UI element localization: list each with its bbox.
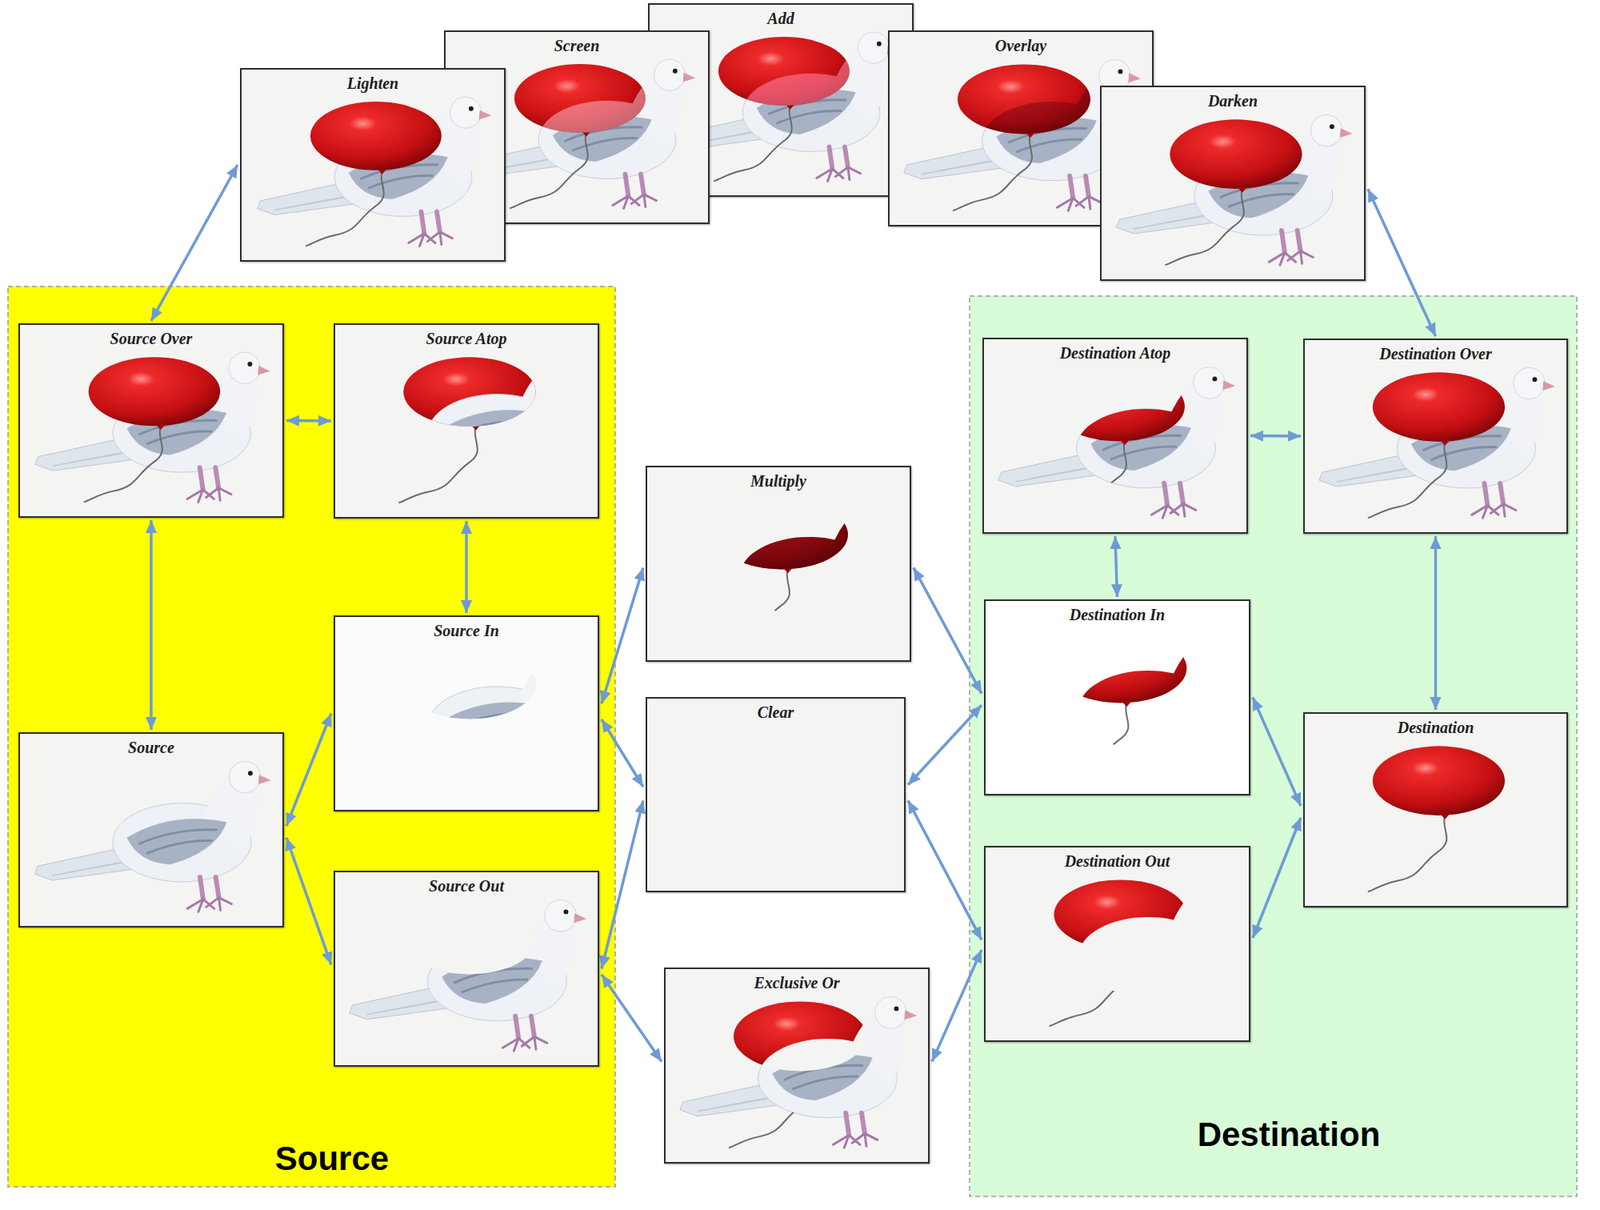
double-arrow — [601, 800, 644, 968]
region-band: Source Source Over Source AtopSource In Sou… — [8, 286, 616, 1187]
image-box: Destination In — [984, 599, 1251, 796]
composite-illustration — [335, 616, 598, 810]
composite-illustration — [647, 698, 904, 891]
image-box: Source — [18, 732, 284, 928]
composite-illustration — [1101, 87, 1364, 280]
image-box: Destination Over — [1303, 338, 1568, 534]
image-box: Lighten — [240, 68, 506, 262]
double-arrow — [149, 520, 153, 730]
box-title: Source — [128, 737, 175, 757]
composite-illustration — [647, 467, 910, 660]
box-title: Source In — [433, 620, 500, 640]
double-arrow — [932, 949, 982, 1062]
box-title: Source Over — [110, 328, 193, 348]
image-box: Source Atop — [333, 323, 600, 519]
composite-illustration — [665, 968, 928, 1162]
composite-illustration — [241, 69, 504, 260]
double-arrow — [601, 974, 662, 1062]
double-arrow — [286, 713, 332, 827]
double-arrow — [1115, 536, 1118, 597]
double-arrow — [1252, 817, 1301, 938]
region-label: Source — [172, 1138, 492, 1179]
region-fill — [8, 286, 616, 1187]
composite-illustration — [335, 872, 598, 1065]
image-box: Source Over — [18, 323, 284, 518]
image-box: Exclusive Or — [664, 967, 930, 1164]
box-title: Add — [767, 8, 794, 28]
image-box: Darken — [1100, 85, 1366, 281]
double-arrow — [1368, 188, 1436, 336]
box-title: Source Atop — [426, 328, 508, 348]
box-title: Destination Over — [1379, 344, 1492, 364]
box-title: Overlay — [995, 36, 1047, 56]
region-fill — [969, 296, 1577, 1196]
double-arrow — [1252, 697, 1301, 807]
composite-illustration — [20, 324, 283, 516]
box-title: Destination In — [1069, 604, 1165, 624]
double-arrow — [913, 567, 982, 693]
image-box: Multiply — [645, 465, 912, 662]
box-title: Multiply — [750, 471, 807, 491]
box-title: Source Out — [428, 876, 504, 896]
composite-illustration — [1304, 713, 1567, 906]
box-title: Lighten — [347, 73, 399, 93]
composite-illustration — [985, 600, 1249, 794]
composite-illustration — [985, 847, 1249, 1040]
box-title: Exclusive Or — [753, 972, 840, 992]
double-arrow — [908, 704, 982, 785]
double-arrow — [601, 719, 644, 787]
image-box: Clear — [645, 696, 906, 892]
double-arrow — [1434, 536, 1438, 710]
box-title: Screen — [554, 36, 600, 56]
image-box: Destination Atop — [982, 337, 1248, 534]
box-title: Destination Out — [1064, 851, 1171, 871]
region-band: DestinationDestination AtopDestination O… — [969, 296, 1577, 1196]
double-arrow — [286, 419, 332, 423]
region-label: Destination — [1128, 1114, 1449, 1155]
composite-illustration — [20, 733, 283, 926]
double-arrow — [151, 164, 238, 321]
box-title: Clear — [757, 702, 795, 722]
image-box: Destination Out — [984, 845, 1251, 1042]
box-title: Destination — [1397, 717, 1475, 737]
image-box: Destination — [1303, 712, 1568, 908]
box-title: Darken — [1208, 91, 1258, 111]
double-arrow — [464, 520, 468, 613]
double-arrow — [601, 567, 644, 704]
composite-illustration — [1304, 340, 1567, 532]
double-arrow — [1250, 434, 1301, 438]
image-box: Source Out — [333, 870, 600, 1067]
image-box: Source In — [333, 615, 600, 812]
double-arrow — [286, 837, 332, 965]
box-title: Destination Atop — [1060, 343, 1172, 363]
composite-illustration — [335, 324, 598, 517]
composite-illustration — [984, 339, 1247, 532]
double-arrow — [908, 800, 982, 940]
